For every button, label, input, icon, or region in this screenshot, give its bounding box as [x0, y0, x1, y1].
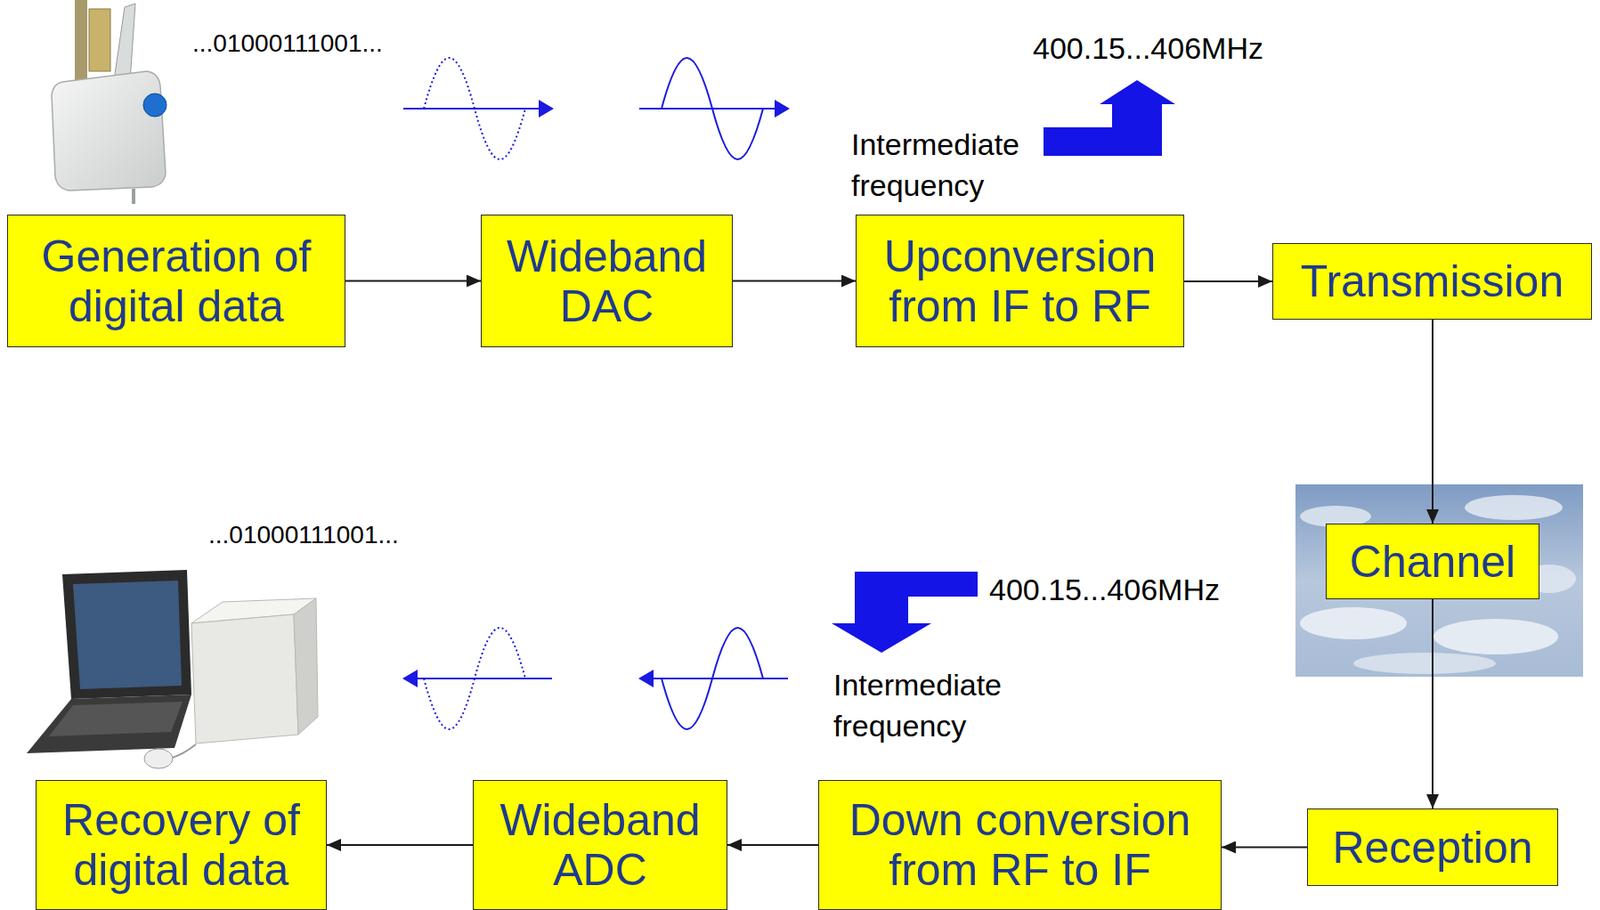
if-label: Intermediate frequency — [851, 124, 1040, 207]
analog-wave — [661, 627, 764, 730]
process-box: Upconversion from IF to RF — [855, 214, 1185, 348]
process-box: Down conversion from RF to IF — [818, 779, 1222, 910]
axis-head — [538, 99, 554, 118]
box-label: Wideband ADC — [484, 795, 716, 895]
axis-line — [639, 107, 776, 110]
process-box: Reception — [1307, 808, 1559, 886]
sensor-device — [51, 0, 167, 204]
ground-station — [26, 569, 318, 769]
laptop-keyboard — [48, 701, 183, 737]
process-box: Recovery of digital data — [35, 779, 327, 910]
box-label: Recovery of digital data — [47, 795, 316, 895]
cloud — [1433, 618, 1559, 655]
axis-head — [774, 99, 790, 118]
mouse — [144, 748, 173, 769]
sensor-mast — [74, 0, 88, 82]
sensor-cable — [131, 188, 136, 204]
sky-picture — [1295, 484, 1584, 677]
mouse-cable — [169, 744, 196, 759]
process-box: Generation of digital data — [7, 214, 346, 348]
channel-box: Channel — [1325, 523, 1540, 600]
flow-arrow — [732, 280, 856, 283]
process-box: Transmission — [1272, 243, 1592, 320]
bit-stream: ...01000111001... — [192, 26, 383, 61]
frequency-band: 400.15...406MHz — [1032, 28, 1264, 70]
flow-arrow — [1431, 599, 1434, 809]
frequency-band: 400.15...406MHz — [989, 569, 1220, 611]
flow-arrow — [1431, 319, 1434, 524]
cloud — [1353, 652, 1496, 675]
box-label: Down conversion from RF to IF — [829, 795, 1211, 895]
upconversion-arrow — [1043, 80, 1176, 156]
cloud — [1299, 607, 1407, 640]
laptop-base — [26, 694, 192, 754]
flow-arrow — [727, 844, 819, 846]
flow-arrow — [326, 844, 473, 846]
process-box: Wideband DAC — [480, 214, 733, 348]
sensor-fin — [113, 3, 136, 82]
sensor-housing — [51, 71, 166, 191]
if-label: Intermediate frequency — [833, 665, 1023, 748]
flow-arrow — [1184, 280, 1273, 283]
axis-line — [416, 677, 553, 680]
box-label: Channel — [1349, 536, 1516, 587]
laptop-lid — [62, 569, 192, 699]
sky — [1295, 484, 1584, 677]
sensor-button — [143, 93, 167, 117]
signal-waves-bottom — [402, 627, 788, 730]
digital-wave — [423, 627, 526, 730]
box-front — [191, 614, 299, 744]
box-label: Generation of digital data — [18, 231, 334, 332]
box-side — [293, 598, 318, 735]
axis-head — [638, 669, 654, 688]
box-label: Transmission — [1300, 256, 1564, 307]
laptop-screen — [73, 580, 182, 690]
box-label: Wideband DAC — [492, 231, 722, 332]
bit-stream: ...01000111001... — [208, 518, 399, 553]
downconversion-arrow — [831, 571, 978, 653]
box-label: Upconversion from IF to RF — [867, 231, 1173, 332]
digital-wave — [423, 57, 526, 160]
axis-line — [652, 677, 788, 680]
cloud — [1464, 495, 1563, 520]
signal-waves-top — [403, 57, 790, 160]
flow-arrow — [345, 280, 481, 283]
box-label: Reception — [1331, 822, 1533, 873]
axis-head — [402, 669, 418, 688]
flow-arrow — [1221, 846, 1308, 849]
process-box: Wideband ADC — [472, 779, 728, 910]
sensor-element — [89, 8, 111, 72]
analog-wave — [661, 57, 764, 160]
